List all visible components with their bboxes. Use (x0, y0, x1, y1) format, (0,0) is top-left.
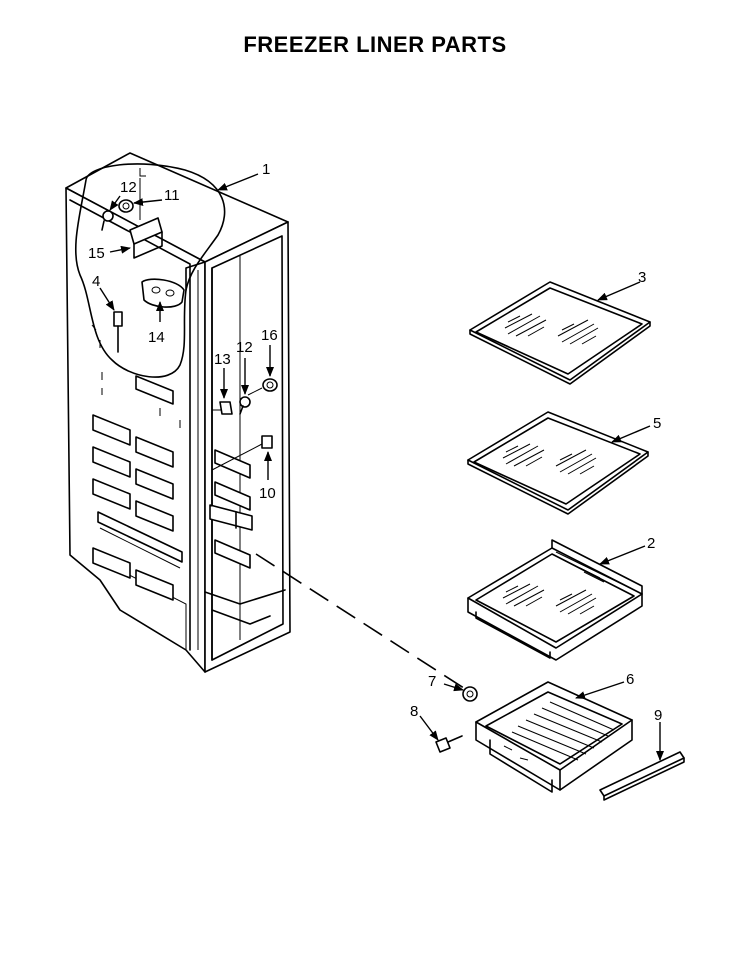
callout-7: 7 (428, 673, 436, 690)
part-13-clip (212, 401, 233, 415)
callout-15: 15 (88, 245, 105, 262)
part-15-cover (129, 217, 163, 259)
callout-10: 10 (259, 485, 276, 502)
callout-16: 16 (261, 327, 278, 344)
part-11-damper-knob (118, 199, 134, 213)
callout-13: 13 (214, 351, 231, 368)
callout-5: 5 (653, 415, 661, 432)
part-14-housing (141, 278, 185, 308)
part-3-glass-shelf (469, 281, 651, 385)
callout-4: 4 (92, 273, 100, 290)
callout-12-top: 12 (120, 179, 137, 196)
callout-3: 3 (638, 269, 646, 286)
callout-8: 8 (410, 703, 418, 720)
part-5-glass-shelf (467, 411, 649, 515)
part-12-screw-top (101, 210, 114, 231)
part-4-sensor (113, 311, 123, 353)
callout-labels: 1 3 5 2 6 9 7 8 11 12 15 4 14 13 12 16 1… (88, 161, 662, 724)
leader-lines (99, 173, 664, 761)
part-6-drawer (475, 681, 633, 793)
part-8-screw (435, 735, 463, 753)
callout-12-mid: 12 (236, 339, 253, 356)
assembly-line (255, 553, 471, 693)
part-10-bracket (211, 435, 273, 471)
freezer-liner (65, 152, 291, 673)
callout-9: 9 (654, 707, 662, 724)
callout-11: 11 (164, 187, 180, 204)
part-2-framed-shelf (467, 539, 643, 661)
part-7-roller (462, 686, 478, 702)
part-12-screw-mid (239, 396, 251, 415)
part-16-knob (247, 378, 278, 396)
callout-6: 6 (626, 671, 634, 688)
callout-2: 2 (647, 535, 655, 552)
callout-1: 1 (262, 161, 270, 178)
callout-14: 14 (148, 329, 165, 346)
part-9-trim (599, 751, 685, 801)
diagram-title: FREEZER LINER PARTS (243, 32, 507, 57)
